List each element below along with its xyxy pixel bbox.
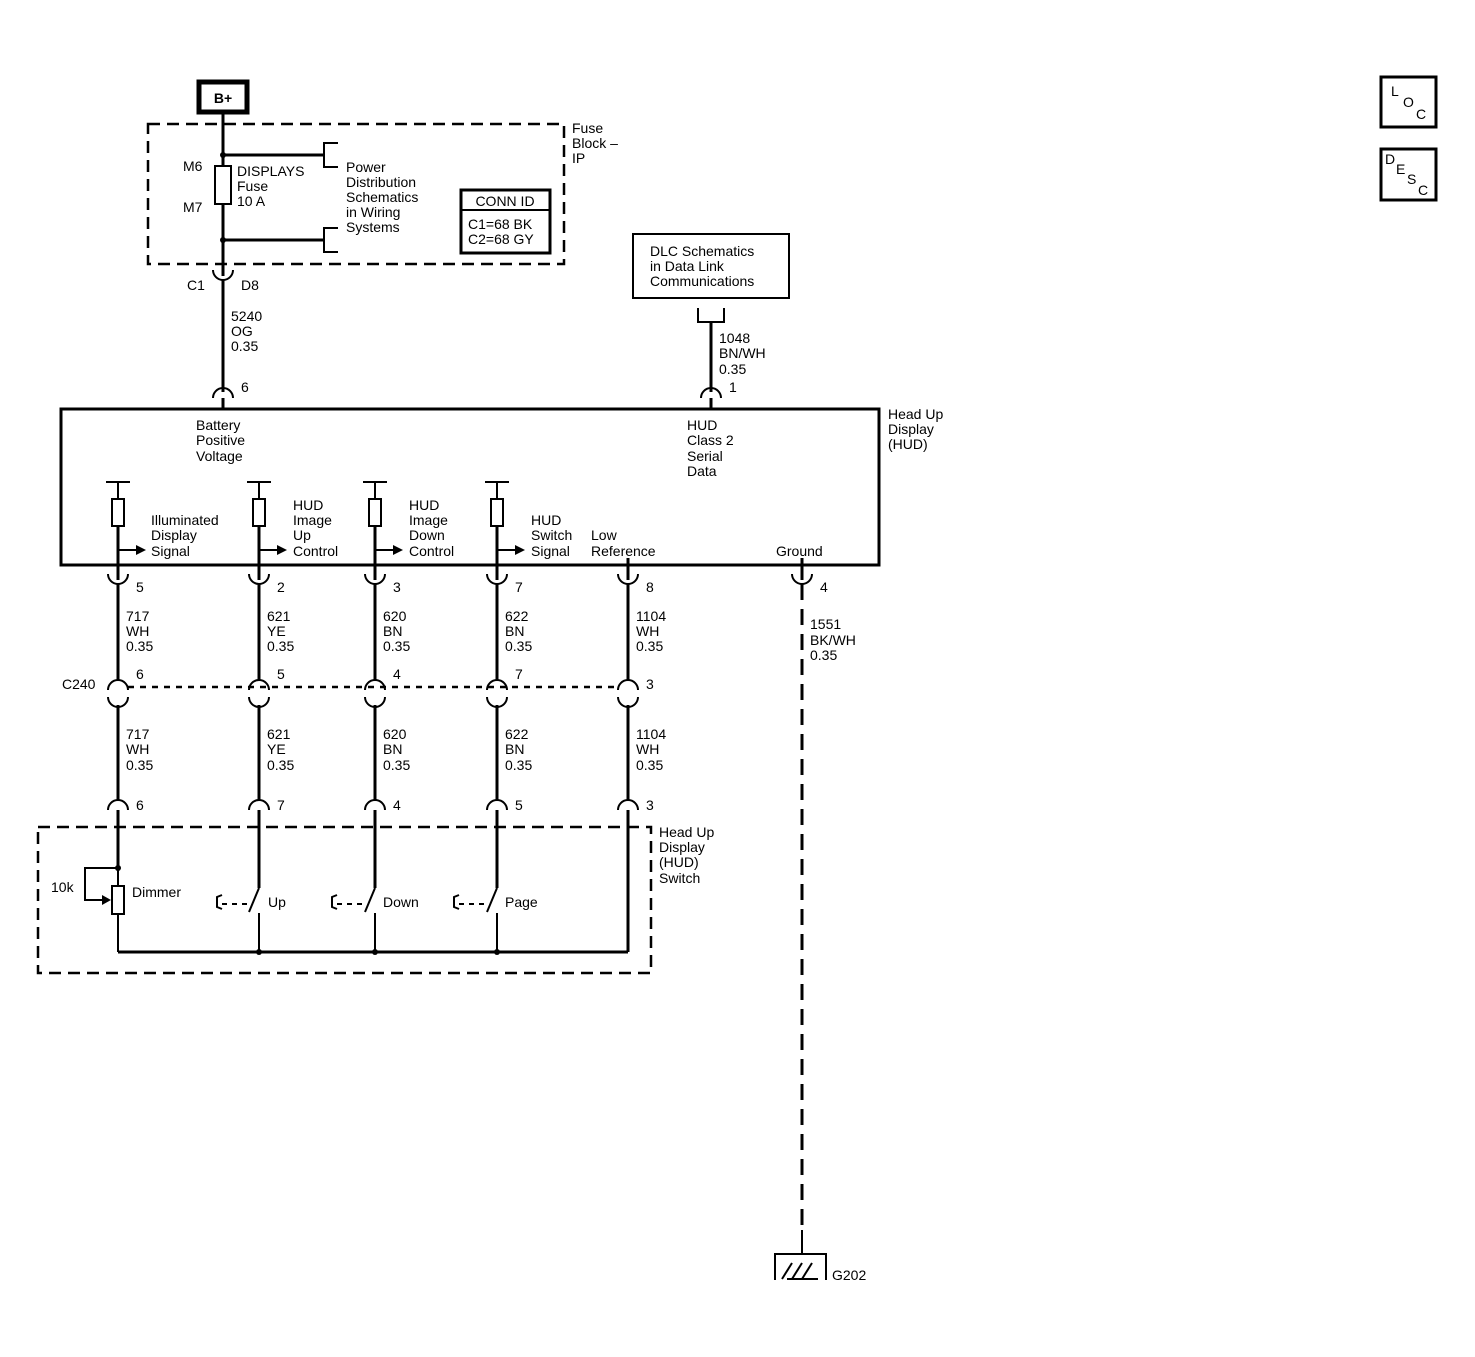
circuit-label-low-reference: Low Reference — [591, 527, 656, 559]
desc-letter-c: C — [1418, 182, 1428, 198]
circuit-label-down: HUD Image Down Control — [409, 497, 454, 559]
switch-pin-4: 4 — [393, 797, 401, 813]
ground-circuit — [774, 573, 827, 1280]
conn-id-title: CONN ID — [475, 193, 534, 209]
internal-pullup-illuminated — [106, 481, 146, 580]
connector-pin6-symbol — [212, 387, 234, 399]
c240-pin-7: 7 — [515, 666, 523, 682]
desc-letter-d: D — [1385, 151, 1395, 167]
terminal-m6: M6 — [183, 158, 203, 174]
circuit-down — [331, 573, 386, 955]
power-ref-bracket-bottom — [323, 227, 338, 253]
circuit-label-up: HUD Image Up Control — [293, 497, 338, 559]
circuit-page — [453, 573, 508, 955]
dlc-reference-box: DLC Schematics in Data Link Communicatio… — [632, 233, 790, 299]
loc-button[interactable]: L O C — [1379, 75, 1438, 129]
wire-622-lower: 622 BN 0.35 — [505, 726, 532, 773]
circuit-label-illuminated: Illuminated Display Signal — [151, 512, 223, 559]
pin-4: 4 — [820, 579, 828, 595]
hud-module-box — [59, 407, 881, 567]
wire-621-lower: 621 YE 0.35 — [267, 726, 294, 773]
wire-622-upper: 622 BN 0.35 — [505, 608, 532, 654]
pin-5: 5 — [136, 579, 144, 595]
switch-pin-5: 5 — [515, 797, 523, 813]
c240-pin-6: 6 — [136, 666, 144, 682]
c240-pin-4: 4 — [393, 666, 401, 682]
power-ref-bracket-top — [323, 142, 338, 168]
internal-pullup-switch — [485, 481, 525, 580]
conn-id-c2: C2=68 GY — [468, 231, 534, 247]
loc-letter-l: L — [1391, 83, 1399, 99]
c240-pin-5: 5 — [277, 666, 285, 682]
wire-1048-label: 1048 BN/WH 0.35 — [719, 330, 770, 377]
circuit-label-switch: HUD Switch Signal — [531, 512, 576, 559]
wire-1551-label: 1551 BK/WH 0.35 — [810, 616, 860, 663]
hud-module-name: Head Up Display (HUD) — [888, 406, 947, 452]
loc-letter-o: O — [1403, 94, 1414, 110]
switch-pin-7: 7 — [277, 797, 285, 813]
battery-positive-box: B+ — [196, 79, 250, 115]
module-pin-6: 6 — [241, 379, 249, 395]
battery-label: B+ — [214, 90, 232, 106]
switch-page-label: Page — [505, 894, 538, 910]
pin-7: 7 — [515, 579, 523, 595]
circuit-illuminated — [84, 573, 129, 952]
wire-5240-label: 5240 OG 0.35 — [231, 308, 266, 354]
wire-717-lower: 717 WH 0.35 — [126, 726, 153, 773]
battery-positive-voltage-label: Battery Positive Voltage — [196, 417, 249, 464]
pin-2: 2 — [277, 579, 285, 595]
switch-pin-6: 6 — [136, 797, 144, 813]
fuse-block-outline — [146, 122, 566, 266]
loc-letter-c: C — [1416, 106, 1426, 122]
switch-down-label: Down — [383, 894, 419, 910]
wire-621-upper: 621 YE 0.35 — [267, 608, 294, 654]
resistor-10k-label: 10k — [51, 879, 75, 895]
hud-switch-name: Head Up Display (HUD) Switch — [659, 824, 718, 886]
power-distribution-ref: Power Distribution Schematics in Wiring … — [346, 159, 422, 235]
connector-c1-label: C1 — [187, 277, 205, 293]
pin-3: 3 — [393, 579, 401, 595]
switch-pin-3: 3 — [646, 797, 654, 813]
desc-letter-e: E — [1396, 161, 1405, 177]
ground-label: Ground — [776, 543, 823, 559]
c240-pin-3: 3 — [646, 676, 654, 692]
desc-letter-s: S — [1407, 171, 1416, 187]
internal-pullup-up — [247, 481, 287, 580]
internal-pullup-down — [363, 481, 403, 580]
dlc-bracket — [697, 308, 725, 323]
wire-1104-upper: 1104 WH 0.35 — [636, 608, 670, 654]
fuse-label: DISPLAYS Fuse 10 A — [237, 163, 308, 209]
terminal-m7: M7 — [183, 199, 203, 215]
wire-620-lower: 620 BN 0.35 — [383, 726, 410, 773]
dimmer-label: Dimmer — [132, 884, 181, 900]
circuit-up — [216, 573, 270, 955]
c240-label: C240 — [62, 676, 96, 692]
fuse-block-name: Fuse Block – IP — [572, 120, 622, 166]
cavity-d8-label: D8 — [241, 277, 259, 293]
desc-button[interactable]: D E S C — [1379, 147, 1438, 202]
conn-id-c1: C1=68 BK — [468, 216, 533, 232]
conn-id-box: CONN ID C1=68 BK C2=68 GY — [459, 188, 552, 255]
wire-1104-lower: 1104 WH 0.35 — [636, 726, 670, 773]
dlc-label: DLC Schematics in Data Link Communicatio… — [650, 243, 758, 289]
connector-pin1-symbol — [700, 387, 722, 399]
wire-717-upper: 717 WH 0.35 — [126, 608, 153, 654]
wire-620-upper: 620 BN 0.35 — [383, 608, 410, 654]
ground-g202-label: G202 — [832, 1267, 866, 1283]
circuit-low-reference — [617, 573, 639, 952]
displays-fuse — [214, 165, 232, 205]
pin-8: 8 — [646, 579, 654, 595]
switch-up-label: Up — [268, 894, 286, 910]
class2-serial-data-label: HUD Class 2 Serial Data — [687, 417, 738, 479]
hud-switch-outline — [36, 825, 653, 975]
module-pin-1: 1 — [729, 379, 737, 395]
